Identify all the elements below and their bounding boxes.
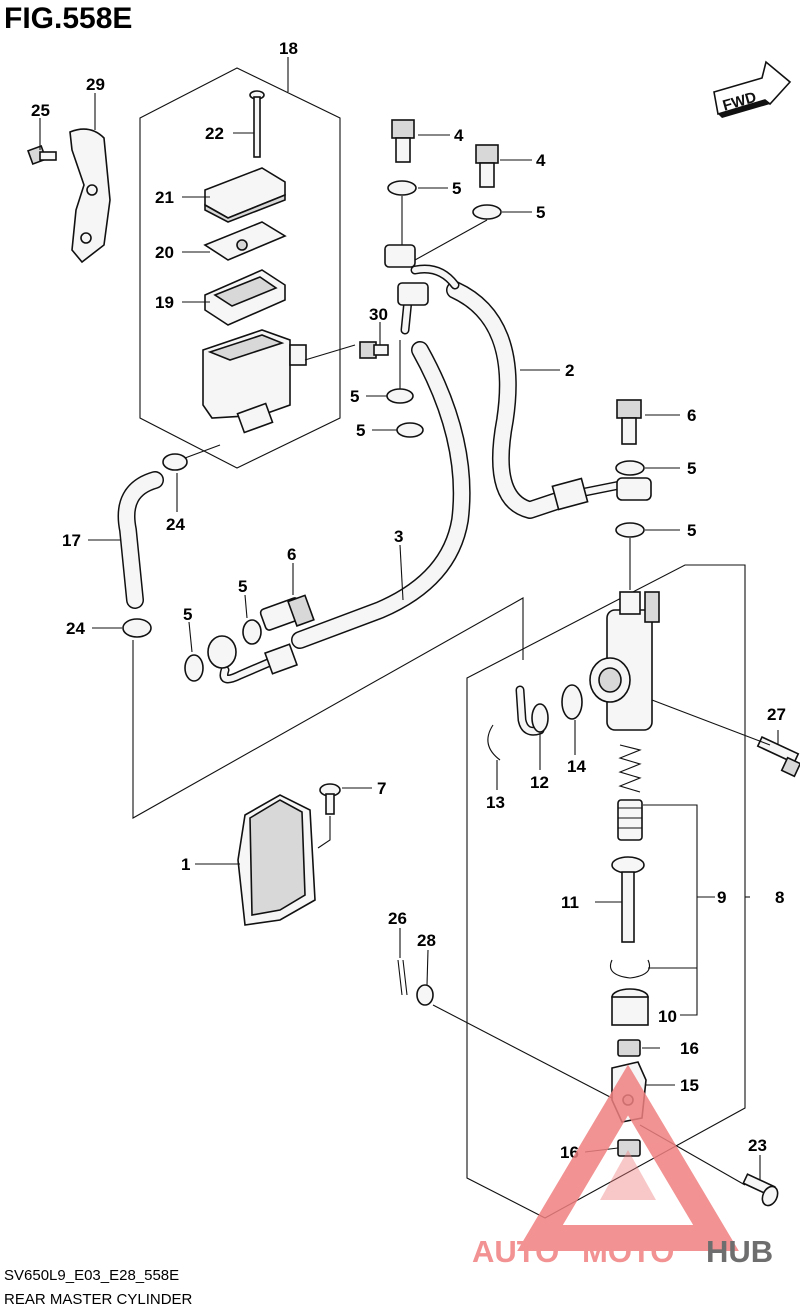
banjo-bolt-part-4-a bbox=[391, 119, 415, 163]
washer-part-5-f bbox=[615, 522, 645, 538]
joint-part-12 bbox=[515, 685, 549, 736]
diagram-name: REAR MASTER CYLINDER bbox=[4, 1291, 193, 1308]
callout-8: 8 bbox=[775, 888, 784, 907]
automotohub-logo: AUTO MOTO HUB bbox=[472, 1064, 773, 1269]
callout-6-b: 6 bbox=[287, 545, 296, 564]
reservoir-group-box bbox=[139, 67, 341, 469]
callout-1: 1 bbox=[181, 855, 190, 874]
callout-11: 11 bbox=[561, 893, 579, 912]
callout-5-g: 5 bbox=[238, 577, 247, 596]
callout-24-b: 24 bbox=[66, 619, 85, 638]
callout-5-b: 5 bbox=[536, 203, 545, 222]
callout-5-a: 5 bbox=[452, 179, 461, 198]
callout-10: 10 bbox=[658, 1007, 677, 1026]
reservoir-part-18 bbox=[202, 329, 307, 434]
bracket-part-29 bbox=[69, 128, 111, 264]
nut-part-16-upper bbox=[617, 1039, 641, 1057]
plate-part-20 bbox=[203, 221, 287, 261]
push-rod-part-11 bbox=[611, 856, 645, 943]
logo-text-moto: MOTO bbox=[582, 1234, 674, 1269]
callout-29: 29 bbox=[86, 75, 105, 94]
washer-part-5-d bbox=[396, 422, 424, 438]
washer-part-5-a bbox=[387, 180, 417, 196]
logo-text-auto: AUTO bbox=[472, 1234, 559, 1269]
callout-25: 25 bbox=[31, 101, 50, 120]
piston-kit-part-9 bbox=[617, 799, 643, 841]
bolt-part-25 bbox=[27, 145, 57, 165]
callout-22: 22 bbox=[205, 124, 224, 143]
screw-part-22 bbox=[249, 90, 265, 158]
washer-part-5-g bbox=[242, 619, 262, 645]
callout-5-c: 5 bbox=[350, 387, 359, 406]
cotter-pin-part-26 bbox=[397, 959, 408, 996]
clamp-part-24-upper bbox=[162, 453, 188, 471]
circlip-part-13 bbox=[487, 724, 501, 761]
banjo-bolt-part-6-a bbox=[616, 399, 642, 445]
banjo-bolt-part-4-b bbox=[475, 144, 499, 188]
callout-5-f: 5 bbox=[687, 521, 696, 540]
logo-text-hub: HUB bbox=[706, 1234, 773, 1269]
callout-9: 9 bbox=[717, 888, 726, 907]
callout-17: 17 bbox=[62, 531, 81, 550]
callout-19: 19 bbox=[155, 293, 174, 312]
callout-3: 3 bbox=[394, 527, 403, 546]
bolt-part-30 bbox=[359, 341, 389, 359]
callout-6-a: 6 bbox=[687, 406, 696, 425]
callout-5-e: 5 bbox=[687, 459, 696, 478]
fwd-arrow-icon: FWD bbox=[713, 60, 792, 118]
callout-4-b: 4 bbox=[536, 151, 546, 170]
oring-part-14 bbox=[561, 684, 583, 720]
hose-part-17 bbox=[117, 471, 164, 609]
figure-title: FIG.558E bbox=[4, 2, 133, 35]
spring bbox=[618, 744, 642, 793]
callout-14: 14 bbox=[567, 757, 586, 776]
banjo-fitting-right bbox=[616, 477, 652, 501]
callout-13: 13 bbox=[486, 793, 505, 812]
washer-part-28 bbox=[416, 984, 434, 1006]
callout-4-a: 4 bbox=[454, 126, 464, 145]
callout-15: 15 bbox=[680, 1076, 699, 1095]
callout-7: 7 bbox=[377, 779, 386, 798]
callout-28: 28 bbox=[417, 931, 436, 950]
diaphragm-part-19 bbox=[204, 269, 286, 326]
callout-12: 12 bbox=[530, 773, 549, 792]
model-code: SV650L9_E03_E28_558E bbox=[4, 1267, 180, 1284]
washer-part-5-e bbox=[615, 460, 645, 476]
callout-27: 27 bbox=[767, 705, 786, 724]
brake-hose-part-3 bbox=[219, 295, 471, 684]
callout-18: 18 bbox=[279, 39, 298, 58]
banjo-fitting-upper-b bbox=[397, 282, 429, 306]
master-cylinder-group-box bbox=[466, 564, 746, 1219]
master-cylinder-body bbox=[589, 591, 660, 731]
callout-16-a: 16 bbox=[680, 1039, 699, 1058]
banjo-fitting-left bbox=[207, 635, 237, 669]
washer-part-5-b bbox=[472, 204, 502, 220]
bolt-part-27 bbox=[756, 735, 800, 778]
callout-21: 21 bbox=[155, 188, 174, 207]
callout-23: 23 bbox=[748, 1136, 767, 1155]
hose-group-outline bbox=[132, 597, 524, 819]
washer-part-5-h bbox=[184, 654, 204, 682]
cover-part-1 bbox=[237, 794, 316, 926]
clamp-part-24-lower bbox=[122, 618, 152, 638]
washer-part-5-c bbox=[386, 388, 414, 404]
cap-part-21 bbox=[204, 167, 286, 223]
callout-26: 26 bbox=[388, 909, 407, 928]
callout-20: 20 bbox=[155, 243, 174, 262]
banjo-bolt-part-6-b bbox=[259, 594, 315, 631]
callout-5-h: 5 bbox=[183, 605, 192, 624]
screw-part-7 bbox=[319, 783, 341, 815]
pin-part-23 bbox=[742, 1173, 779, 1207]
snap-ring bbox=[609, 959, 651, 979]
boot-part-10 bbox=[611, 988, 649, 1026]
callout-30: 30 bbox=[369, 305, 388, 324]
brake-hose-part-2 bbox=[410, 264, 625, 519]
callout-5-d: 5 bbox=[356, 421, 365, 440]
callout-2: 2 bbox=[565, 361, 574, 380]
banjo-fitting-upper-a bbox=[384, 244, 416, 268]
callout-24-a: 24 bbox=[166, 515, 185, 534]
